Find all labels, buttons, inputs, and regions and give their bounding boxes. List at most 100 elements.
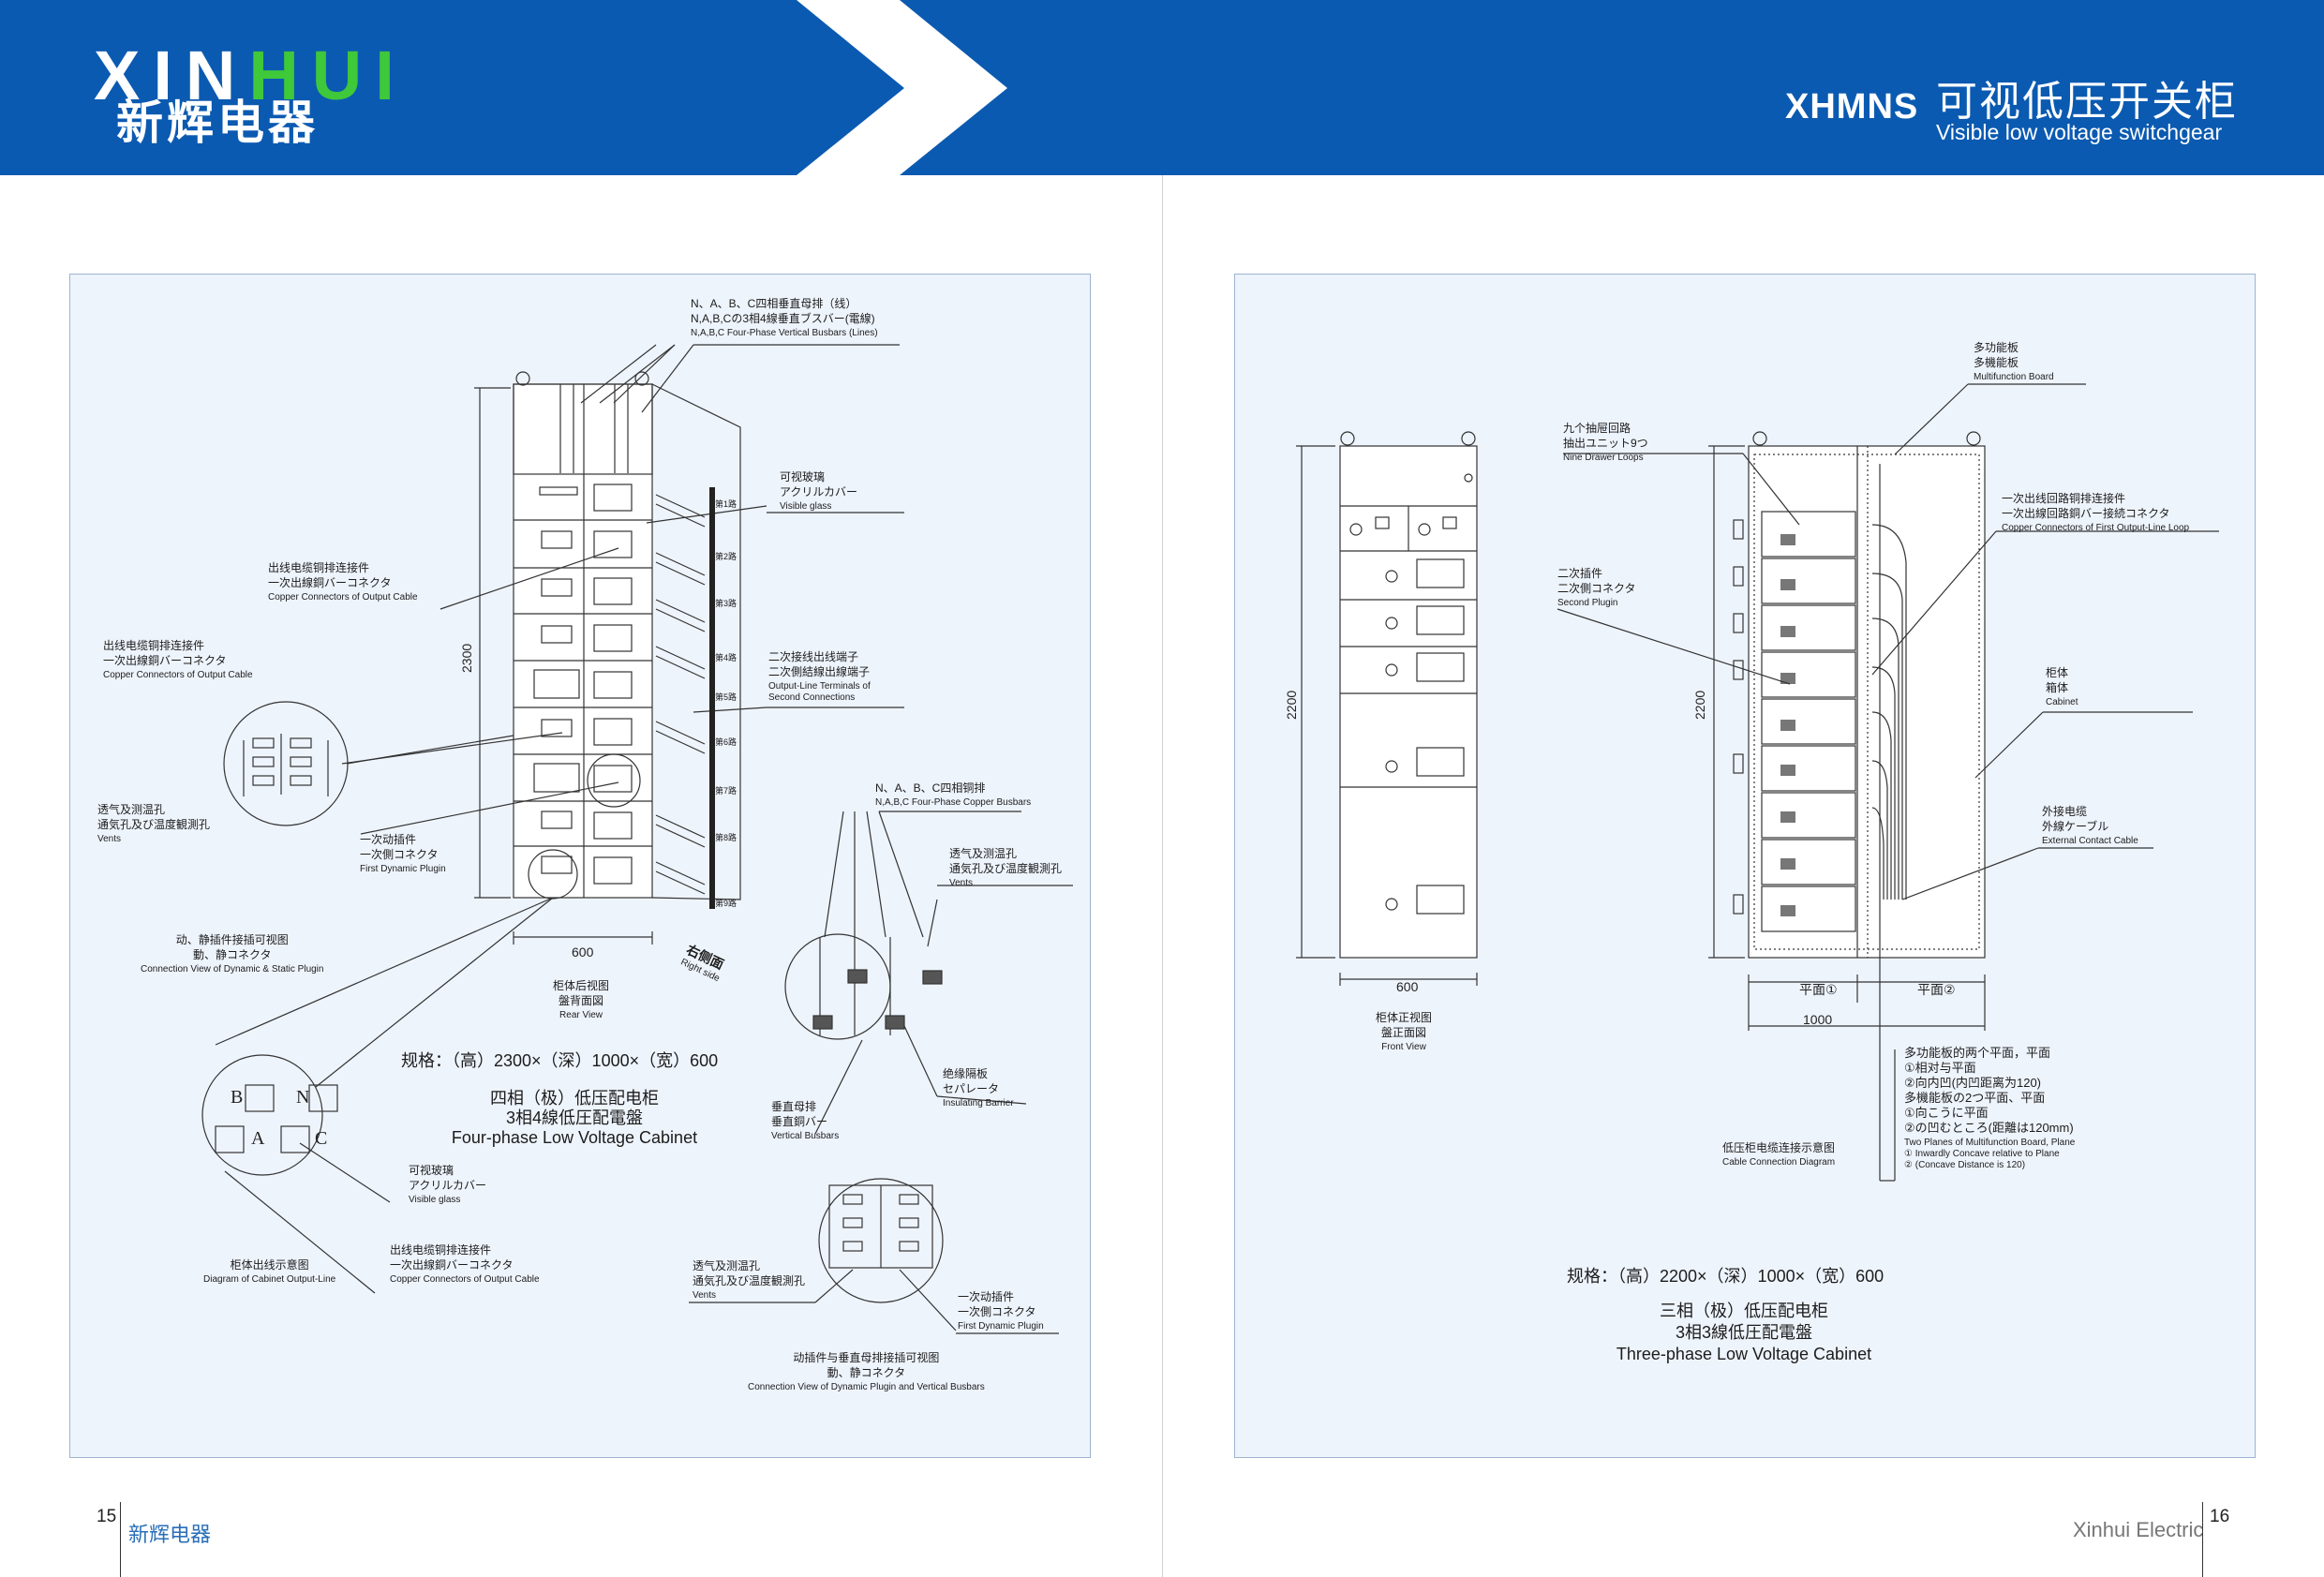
busbar-label-jp: N,A,B,Cの3相4線垂直ブスバー(電線) xyxy=(691,312,875,325)
bottom-caption-en: Connection View of Dynamic Plugin and Ve… xyxy=(748,1382,985,1392)
busbar-label-en: N,A,B,C Four-Phase Vertical Busbars (Lin… xyxy=(691,328,878,338)
right-spec: 规格：（高）2200×（深）1000×（宽）600 xyxy=(1567,1267,1885,1286)
first-loop-conn-jp: 一次出線回路銅バー接続コネクタ xyxy=(2002,507,2170,520)
planes-note-2: ①相对与平面 xyxy=(1904,1061,1976,1075)
label-nine-drawer: 九个抽屉回路 抽出ユニット9つ Nine Drawer Loops xyxy=(1563,421,1648,466)
loop-label-2: 第2路 xyxy=(715,552,737,561)
second-plugin-cn: 二次插件 xyxy=(1557,567,1603,580)
right-cabinet-name-cn: 三相（极）低压配电柜 xyxy=(1660,1302,1828,1320)
header-chevrons xyxy=(797,0,1007,175)
copper-conn-1-cn: 出线电缆铜排连接件 xyxy=(268,561,370,574)
multifunction-jp: 多機能板 xyxy=(1974,356,2019,369)
front-width-dim: 600 xyxy=(1396,979,1419,994)
second-plugin-en: Second Plugin xyxy=(1557,598,1618,608)
planes-note-4: 多機能板の2つ平面、平面 xyxy=(1904,1091,2046,1105)
label-bottom-caption: 动插件与垂直母排接插可视图 動、静コネクタ Connection View of… xyxy=(748,1350,985,1395)
plane-1: 平面① xyxy=(1799,982,1838,997)
label-diagram-outline: 柜体出线示意图 Diagram of Cabinet Output-Line xyxy=(203,1257,335,1287)
secondary-terminals-jp: 二次側結線出線端子 xyxy=(768,665,871,678)
planes-note-8: ① Inwardly Concave relative to Plane xyxy=(1904,1149,2060,1159)
first-plugin-1-cn: 一次动插件 xyxy=(360,833,417,846)
visible-glass-en: Visible glass xyxy=(780,501,832,512)
label-visible-glass-top: 可视玻璃 アクリルカバー Visible glass xyxy=(780,469,857,514)
ext-cable-en: External Contact Cable xyxy=(2042,836,2138,846)
side-height-dim: 2200 xyxy=(1692,690,1707,720)
connection-view-en: Connection View of Dynamic & Static Plug… xyxy=(141,964,324,974)
footer-divider-left xyxy=(120,1502,121,1577)
planes-note-1: 多功能板的两个平面，平面 xyxy=(1904,1046,2051,1060)
diagram-outline-cn: 柜体出线示意图 xyxy=(230,1258,309,1272)
label-cable-diagram: 低压柜电缆连接示意图 Cable Connection Diagram xyxy=(1722,1140,1835,1170)
bottom-caption-jp: 動、静コネクタ xyxy=(827,1366,906,1379)
front-view-jp: 盤正面図 xyxy=(1381,1026,1427,1039)
loop-label-9: 第9路 xyxy=(715,899,737,908)
right-cabinet-name: 三相（极）低压配电柜 3相3線低圧配電盤 Three-phase Low Vol… xyxy=(1608,1301,1880,1365)
vents-2-en: Vents xyxy=(949,878,974,888)
label-secondary-terminals: 二次接线出线端子 二次側結線出線端子 Output-Line Terminals… xyxy=(768,649,871,706)
phase-c: C xyxy=(315,1128,328,1149)
label-second-plugin: 二次插件 二次側コネクタ Second Plugin xyxy=(1557,566,1636,611)
footer-brand-left: 新辉电器 xyxy=(128,1523,212,1546)
nine-drawer-cn: 九个抽屉回路 xyxy=(1563,422,1631,435)
phase-n: N xyxy=(296,1087,310,1108)
cabinet-jp: 箱体 xyxy=(2046,681,2069,694)
loop-label-8: 第8路 xyxy=(715,833,737,842)
label-vents-1: 透气及测温孔 通気孔及び温度観測孔 Vents xyxy=(97,802,210,847)
visible-glass-bottom-jp: アクリルカバー xyxy=(409,1179,487,1192)
footer-divider-right xyxy=(2202,1502,2203,1577)
right-cabinet-name-jp: 3相3線低圧配電盤 xyxy=(1675,1323,1813,1342)
label-vents-2: 透气及测温孔 通気孔及び温度観測孔 Vents xyxy=(949,846,1062,891)
page-spine xyxy=(1162,175,1163,1577)
left-width-dim: 600 xyxy=(572,945,594,960)
visible-glass-bottom-en: Visible glass xyxy=(409,1195,461,1205)
planes-note-5: ①向こうに平面 xyxy=(1904,1106,1989,1120)
multifunction-cn: 多功能板 xyxy=(1974,341,2019,354)
label-ext-cable: 外接电缆 外線ケーブル External Contact Cable xyxy=(2042,804,2138,849)
side-depth-dim: 1000 xyxy=(1803,1012,1833,1027)
right-side-busbars xyxy=(655,494,706,895)
loop-strip xyxy=(709,487,715,909)
vents-3-en: Vents xyxy=(693,1290,717,1301)
phase-b: B xyxy=(231,1087,244,1108)
front-view-en: Front View xyxy=(1381,1042,1426,1052)
copper-busbars-cn: N、A、B、C四相铜排 xyxy=(875,781,986,795)
ext-cable-cn: 外接电缆 xyxy=(2042,805,2088,818)
label-first-plugin-1: 一次动插件 一次側コネクタ First Dynamic Plugin xyxy=(360,832,446,877)
footer-brand-right: Xinhui Electric xyxy=(2073,1518,2204,1541)
rear-view-en: Rear View xyxy=(559,1010,603,1020)
phase-a: A xyxy=(251,1128,265,1149)
cable-diagram-cn: 低压柜电缆连接示意图 xyxy=(1722,1141,1836,1154)
plane-2: 平面② xyxy=(1917,982,1956,997)
front-view-cn: 柜体正视图 xyxy=(1376,1011,1433,1024)
insulating-barrier-cn: 绝缘隔板 xyxy=(943,1067,989,1080)
planes-note-7: Two Planes of Multifunction Board, Plane xyxy=(1904,1138,2076,1148)
copper-conn-2-cn: 出线电缆铜排连接件 xyxy=(103,639,205,652)
label-multifunction: 多功能板 多機能板 Multifunction Board xyxy=(1974,340,2054,385)
vents-2-cn: 透气及测温孔 xyxy=(949,847,1018,860)
title-cn: 可视低压开关柜 xyxy=(1936,79,2238,125)
cabinet-cn: 柜体 xyxy=(2046,666,2069,679)
rear-view-cn: 柜体后视图 xyxy=(553,979,610,992)
vents-3-jp: 通気孔及び温度観測孔 xyxy=(693,1274,806,1287)
label-copper-busbars: N、A、B、C四相铜排 N,A,B,C Four-Phase Copper Bu… xyxy=(875,781,1031,811)
product-code: XHMNS xyxy=(1785,87,1919,126)
label-cabinet: 柜体 箱体 Cabinet xyxy=(2046,665,2078,710)
loop-label-5: 第5路 xyxy=(715,692,737,702)
header-band xyxy=(0,0,2324,175)
copper-conn-3-en: Copper Connectors of Output Cable xyxy=(390,1274,540,1285)
visible-glass-bottom-cn: 可视玻璃 xyxy=(409,1164,454,1177)
label-vents-3: 透气及测温孔 通気孔及び温度観測孔 Vents xyxy=(693,1258,805,1303)
label-first-plugin-2: 一次动插件 一次側コネクタ First Dynamic Plugin xyxy=(958,1289,1044,1334)
label-copper-conn-3: 出线电缆铜排连接件 一次出線銅バーコネクタ Copper Connectors … xyxy=(390,1242,540,1287)
cable-diagram-en: Cable Connection Diagram xyxy=(1722,1157,1836,1168)
vertical-busbars-jp: 垂直銅バー xyxy=(771,1115,828,1128)
secondary-terminals-en-2: Second Connections xyxy=(768,692,856,703)
first-plugin-2-en: First Dynamic Plugin xyxy=(958,1321,1044,1332)
left-cabinet-name-en: Four-phase Low Voltage Cabinet xyxy=(451,1128,698,1147)
title-en: Visible low voltage switchgear xyxy=(1936,120,2223,144)
nine-drawer-en: Nine Drawer Loops xyxy=(1563,453,1644,463)
first-loop-conn-cn: 一次出线回路铜排连接件 xyxy=(2002,492,2126,505)
first-plugin-2-cn: 一次动插件 xyxy=(958,1290,1015,1303)
vents-1-jp: 通気孔及び温度観測孔 xyxy=(97,818,211,831)
